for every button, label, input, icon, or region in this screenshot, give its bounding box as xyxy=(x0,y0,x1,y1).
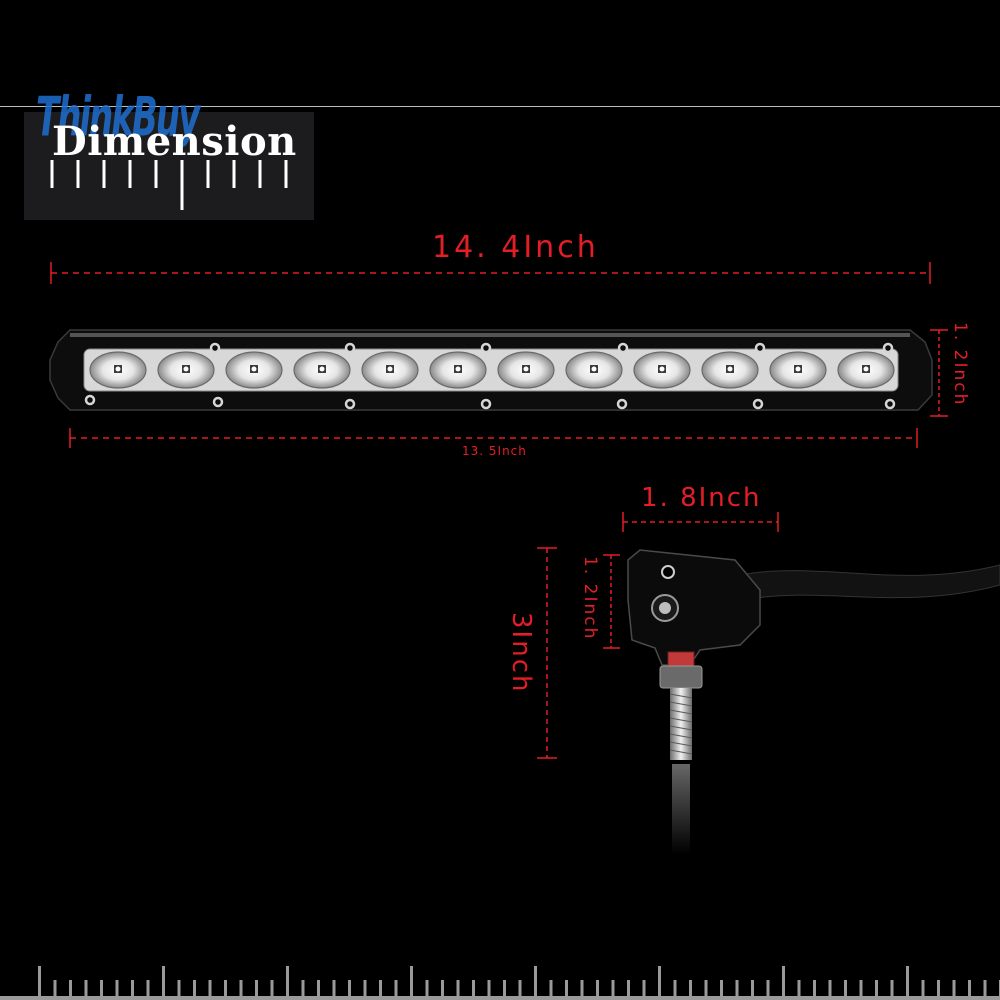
ruler-tick xyxy=(177,980,181,1000)
ruler-tick xyxy=(224,980,227,1000)
bottom-ruler xyxy=(0,966,1000,1000)
body-length-label: 13. 5Inch xyxy=(462,444,527,458)
ruler-tick xyxy=(642,980,646,1000)
title-panel xyxy=(24,112,314,220)
side-view xyxy=(627,549,1000,854)
ruler-tick xyxy=(317,980,320,1000)
ruler-tick xyxy=(487,980,491,1000)
ruler-tick xyxy=(937,980,940,1000)
ruler-tick xyxy=(425,980,429,1000)
ruler-tick xyxy=(689,980,692,1000)
ruler-tick xyxy=(766,980,770,1000)
brand-watermark: ThinkBuy xyxy=(36,86,200,150)
ruler-tick xyxy=(363,980,367,1000)
ruler-tick xyxy=(348,980,351,1000)
ruler-tick xyxy=(146,980,150,1000)
ruler-tick xyxy=(704,980,708,1000)
ruler-tick xyxy=(255,980,258,1000)
ruler-tick xyxy=(100,980,103,1000)
ruler-tick xyxy=(534,966,537,1000)
led-module xyxy=(429,351,487,389)
led-module xyxy=(225,351,283,389)
ruler-tick xyxy=(208,980,212,1000)
ruler-tick xyxy=(813,980,816,1000)
ruler-tick xyxy=(797,980,801,1000)
ruler-tick xyxy=(952,980,956,1000)
body-length-dimension xyxy=(69,428,918,448)
ruler-tick xyxy=(611,980,615,1000)
light-bar xyxy=(49,329,933,411)
ruler-tick xyxy=(735,980,739,1000)
ruler-tick xyxy=(580,980,584,1000)
bracket-width-label: 1. 8Inch xyxy=(641,483,762,513)
led-module xyxy=(565,351,623,389)
led-module xyxy=(769,351,827,389)
ruler-tick xyxy=(193,980,196,1000)
led-module xyxy=(633,351,691,389)
bracket-width-dimension xyxy=(622,512,779,532)
ruler-tick xyxy=(921,980,925,1000)
bar-height-dimension xyxy=(930,329,948,417)
led-module xyxy=(361,351,419,389)
ruler-tick xyxy=(239,980,243,1000)
overall-length-dimension xyxy=(50,262,931,284)
ruler-tick xyxy=(162,966,165,1000)
led-module xyxy=(293,351,351,389)
overall-length-label: 14. 4Inch xyxy=(432,230,599,265)
ruler-tick xyxy=(720,980,723,1000)
ruler-tick xyxy=(627,980,630,1000)
ruler-tick xyxy=(410,966,413,1000)
top-divider xyxy=(0,106,1000,107)
led-module xyxy=(837,351,895,389)
ruler-tick xyxy=(441,980,444,1000)
ruler-tick xyxy=(503,980,506,1000)
ruler-tick xyxy=(549,980,553,1000)
ruler-tick xyxy=(596,980,599,1000)
ruler-tick xyxy=(301,980,305,1000)
ruler-tick xyxy=(456,980,460,1000)
ruler-tick xyxy=(84,980,88,1000)
ruler-tick xyxy=(53,980,57,1000)
bracket-height-label: 1. 2Inch xyxy=(580,556,600,641)
ruler-tick xyxy=(131,980,134,1000)
title-ruler-ticks xyxy=(50,160,288,210)
ruler-tick xyxy=(69,980,72,1000)
total-height-label: 3Inch xyxy=(506,612,536,694)
ruler-tick xyxy=(859,980,863,1000)
ruler-tick xyxy=(782,966,785,1000)
ruler-tick xyxy=(332,980,336,1000)
led-module xyxy=(701,351,759,389)
ruler-tick xyxy=(115,980,119,1000)
total-height-dimension xyxy=(537,547,557,759)
ruler-tick xyxy=(286,966,289,1000)
ruler-tick xyxy=(890,980,894,1000)
led-module xyxy=(497,351,555,389)
ruler-baseline xyxy=(0,996,1000,1000)
bracket-height-dimension xyxy=(603,554,620,649)
ruler-tick xyxy=(379,980,382,1000)
ruler-tick xyxy=(658,966,661,1000)
ruler-tick xyxy=(828,980,832,1000)
ruler-tick xyxy=(983,980,987,1000)
led-module xyxy=(89,351,147,389)
ruler-tick xyxy=(875,980,878,1000)
ruler-tick xyxy=(844,980,847,1000)
ruler-tick xyxy=(906,966,909,1000)
led-module xyxy=(157,351,215,389)
ruler-tick xyxy=(518,980,522,1000)
ruler-tick xyxy=(270,980,274,1000)
ruler-tick xyxy=(38,966,41,1000)
page-title: Dimension xyxy=(52,118,297,165)
ruler-tick xyxy=(673,980,677,1000)
ruler-tick xyxy=(472,980,475,1000)
ruler-tick xyxy=(751,980,754,1000)
ruler-tick xyxy=(565,980,568,1000)
ruler-tick xyxy=(394,980,398,1000)
ruler-tick xyxy=(968,980,971,1000)
bar-height-label: 1. 2Inch xyxy=(950,322,970,407)
